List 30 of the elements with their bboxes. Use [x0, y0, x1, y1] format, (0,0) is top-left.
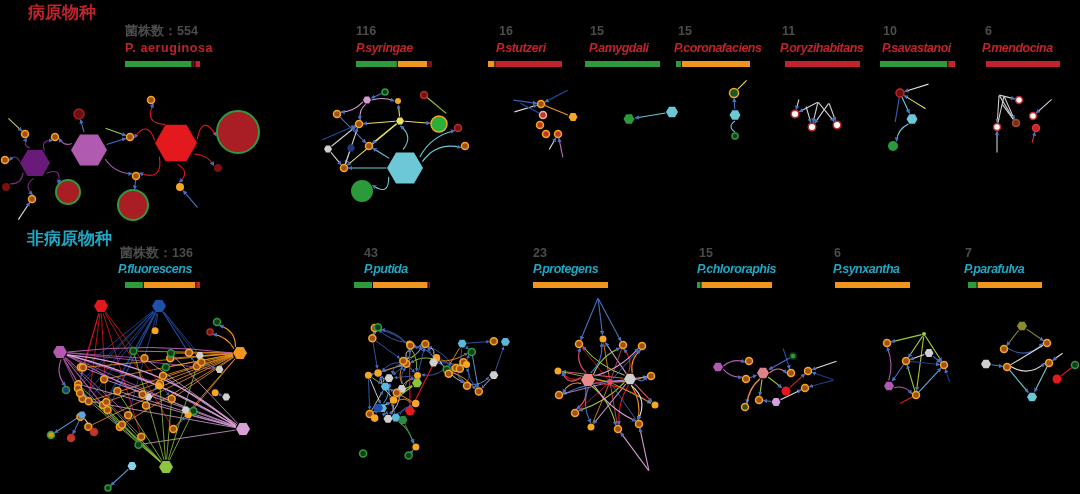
strain-count: 43 [364, 246, 378, 261]
strain-count: 15 [678, 24, 692, 39]
strain-count: 11 [782, 24, 796, 39]
strain-count: 6 [985, 24, 992, 39]
strain-count: 6 [834, 246, 841, 261]
species-name: P.synxantha [833, 262, 900, 277]
species-name: P.syringae [356, 41, 413, 56]
strain-count: 菌株数：554 [125, 24, 198, 39]
species-name: P.stutzeri [496, 41, 546, 56]
species-name: P.coronafaciens [674, 41, 762, 56]
species-name: P.fluorescens [118, 262, 192, 277]
strain-count: 15 [590, 24, 604, 39]
strain-count: 菌株数：136 [120, 246, 193, 261]
species-name: P. aeruginosa [125, 41, 214, 56]
species-name: P.parafulva [964, 262, 1025, 277]
species-name: P.amygdali [589, 41, 649, 56]
species-name: P.protegens [533, 262, 599, 277]
species-name: P.putida [364, 262, 408, 277]
strain-count: 15 [699, 246, 713, 261]
strain-count: 7 [965, 246, 972, 261]
strain-count: 23 [533, 246, 547, 261]
section-heading: 非病原物种 [27, 229, 112, 249]
strain-count: 16 [499, 24, 513, 39]
strain-count: 10 [883, 24, 897, 39]
species-name: P.savastanoi [882, 41, 951, 56]
strain-count: 116 [356, 24, 377, 39]
species-name: P.chlororaphis [697, 262, 776, 277]
species-name: P.mendocina [982, 41, 1053, 56]
species-name: P.oryzihabitans [780, 41, 864, 56]
section-heading: 病原物种 [28, 3, 96, 23]
